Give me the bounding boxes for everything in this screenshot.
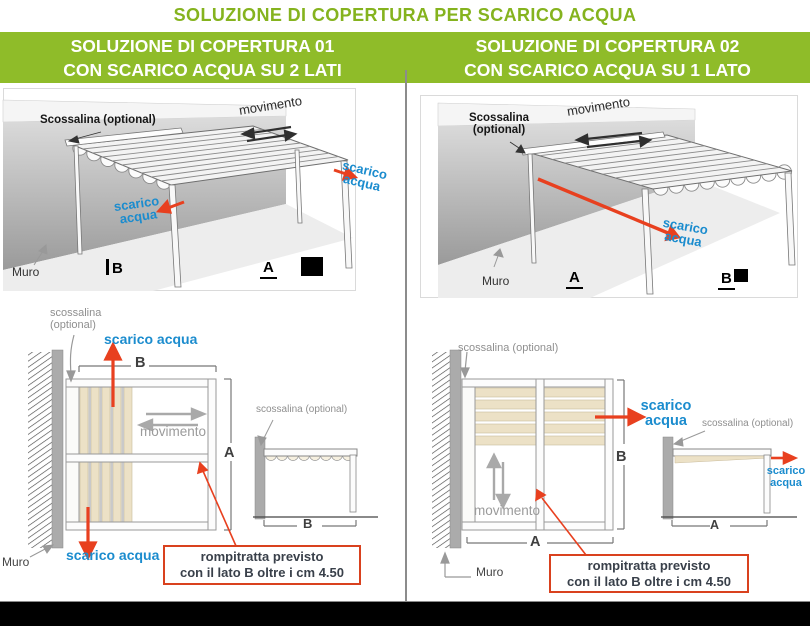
plan-left-scarico-bottom-label: scarico acqua: [66, 547, 160, 563]
iso-right-mark-b: B: [718, 270, 735, 290]
plan-left-diagram: [28, 334, 378, 561]
side-dim-bracket: [671, 520, 768, 527]
movimento-arrows: [574, 131, 653, 149]
iso-right-mark-a: A: [566, 269, 583, 289]
scossalina-pointer: [460, 351, 470, 379]
movimento-arrows: [486, 452, 511, 510]
side-view: [253, 419, 378, 527]
side-dim-bracket: [263, 520, 357, 527]
canopy-slats: [79, 386, 133, 523]
iso-right-scossalina-label: Scossalina (optional): [468, 112, 530, 136]
pergola-structure: [64, 125, 353, 288]
roof-slats: [539, 138, 780, 186]
wall-hatch: [28, 352, 52, 548]
iso-left-diagram: [2, 88, 359, 291]
pergola-structure: [520, 131, 796, 295]
plan-right-side-dim-label: A: [710, 518, 720, 532]
frame-bars: [65, 378, 217, 531]
iso-right-post-square: [734, 269, 748, 282]
plan-left-dim-a-label: A: [224, 445, 235, 461]
red-arrow-up: [103, 341, 123, 407]
plan-left-dim-b-label: B: [135, 355, 146, 371]
plan-right-side-scossalina-label: scossalina (optional): [702, 418, 794, 429]
plan-right-movimento-label: movimento: [474, 503, 541, 518]
iso-right-diagram: [420, 95, 798, 298]
plan-left-scossalina-label: scossalina (optional): [50, 307, 102, 331]
wall-bar: [51, 349, 64, 549]
side-view: [661, 430, 799, 527]
red-arrow-drain: [537, 177, 682, 242]
red-arrow-right: [595, 407, 647, 427]
side-post: [763, 454, 771, 514]
side-roof: [263, 448, 358, 457]
iso-left-scossalina-label: Scossalina (optional): [40, 114, 156, 126]
plan-left-side-dim-label: B: [303, 516, 313, 531]
floor-shadow: [438, 179, 780, 298]
dim-a-bracket: [224, 378, 232, 531]
plan-right-dim-b-label: B: [616, 449, 627, 465]
plan-left-note-box: rompitratta previsto con il lato B oltre…: [163, 545, 361, 585]
header-02-line1: SOLUZIONE DI COPERTURA 02: [475, 36, 740, 56]
plan-left-side-scossalina-label: scossalina (optional): [256, 404, 348, 415]
dim-b-bracket: [617, 379, 625, 530]
plan-right-note-box: rompitratta previsto con il lato B oltre…: [549, 554, 749, 593]
plan-left-scarico-top-label: scarico acqua: [104, 331, 198, 347]
column-divider: [405, 70, 407, 601]
dim-a-bracket: [466, 537, 614, 544]
header-01-line2: CON SCARICO ACQUA SU 2 LATI: [63, 60, 342, 80]
movimento-arrows: [240, 125, 298, 143]
plan-right-scarico-label: scarico acqua: [640, 398, 692, 429]
plan-right-scossalina-label: scossalina (optional): [458, 342, 559, 354]
muro-pointer: [29, 544, 55, 558]
side-post: [349, 454, 357, 513]
wall-hatch: [432, 352, 453, 548]
muro-pointer: [493, 248, 504, 268]
bottom-black-bar: [0, 601, 810, 626]
wall-bar: [449, 349, 462, 549]
iso-right-muro-label: Muro: [482, 274, 510, 288]
iso-left-post-square: [301, 257, 323, 276]
scossalina-pointer: [67, 131, 102, 144]
red-arrow-down: [78, 507, 98, 561]
plan-right-side-scarico-label: scarico acqua: [766, 465, 806, 489]
rompitratta-bar: [65, 453, 217, 463]
frame-bars: [461, 378, 614, 531]
header-solution-02: SOLUZIONE DI COPERTURA 02 CON SCARICO AC…: [405, 32, 810, 83]
note-pointer: [196, 461, 237, 547]
side-scossalina-pointer: [672, 430, 706, 447]
plan-right-muro-label: Muro: [476, 565, 504, 579]
header-01-line1: SOLUZIONE DI COPERTURA 01: [70, 36, 335, 56]
scossalina-pointer: [509, 141, 526, 154]
dim-b-bracket: [78, 365, 217, 372]
scossalina-flashing: [64, 127, 184, 147]
rompitratta-bar: [535, 378, 545, 531]
plan-left-movimento-label: movimento: [140, 424, 207, 439]
side-wall-bar: [662, 436, 674, 520]
muro-pointer: [33, 244, 48, 266]
header-02-line2: CON SCARICO ACQUA SU 1 LATO: [464, 60, 751, 80]
pergola-legs: [73, 145, 353, 288]
canopy-slats: [474, 387, 606, 446]
scossalina-pointer: [66, 334, 76, 383]
iso-left-mark-a: A: [260, 259, 277, 279]
side-scossalina-pointer: [257, 419, 274, 447]
movimento-arrows: [136, 407, 208, 432]
side-red-arrow: [771, 450, 799, 466]
iso-left-mark-b: B: [106, 259, 123, 277]
header-solution-01: SOLUZIONE DI COPERTURA 01 CON SCARICO AC…: [0, 32, 405, 83]
side-fabric-wedge: [674, 455, 770, 464]
side-roof: [672, 448, 772, 457]
iso-left-muro-label: Muro: [12, 265, 40, 279]
muro-pointer: [440, 551, 471, 578]
note-pointer: [535, 488, 587, 556]
pergola-legs: [527, 153, 796, 295]
plan-left-muro-label: Muro: [2, 555, 30, 569]
plan-right-diagram: [432, 349, 799, 578]
plan-right-dim-a-label: A: [530, 534, 541, 550]
red-arrow-right-drain: [333, 166, 359, 181]
page-title: SOLUZIONE DI COPERTURA PER SCARICO ACQUA: [173, 5, 637, 25]
red-arrow-left-drain: [155, 198, 185, 214]
